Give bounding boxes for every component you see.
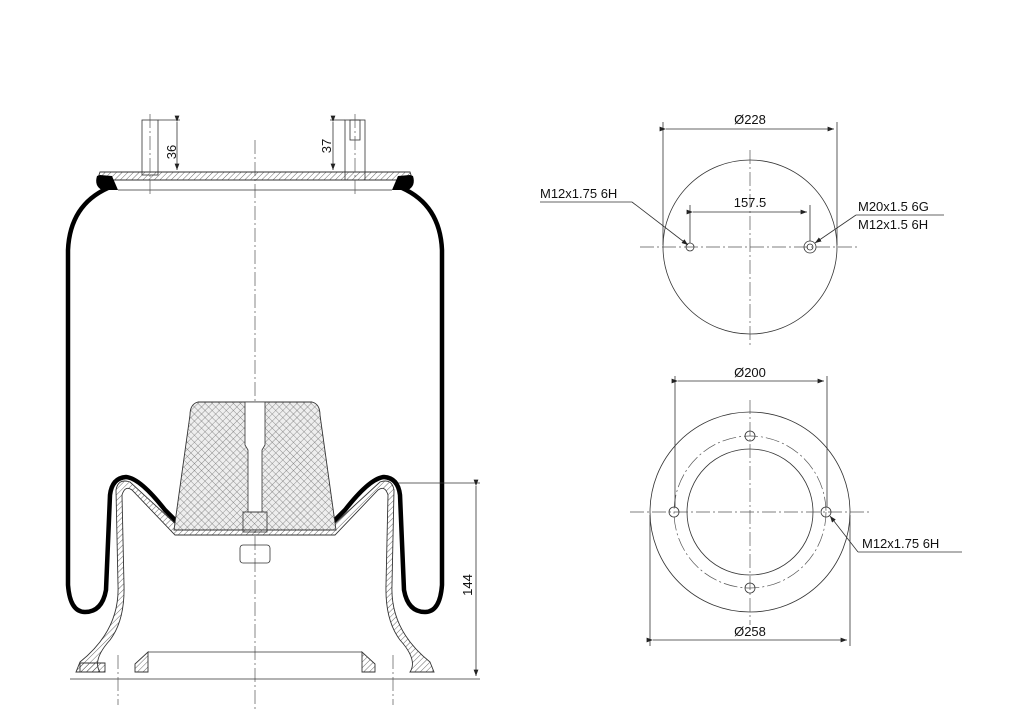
bolt-hole <box>820 506 832 518</box>
dim-outer-diameter: Ø258 <box>734 624 766 639</box>
dim-hole-spacing: 157.5 <box>734 195 767 210</box>
bolt-hole <box>744 430 756 442</box>
dim-top-diameter: Ø228 <box>734 112 766 127</box>
nut <box>239 544 271 564</box>
bolt-hole <box>744 582 756 594</box>
bolt-hole <box>668 506 680 518</box>
dim-stud-left: 36 <box>164 145 179 159</box>
side-view: 36 37 144 <box>65 114 480 710</box>
stud-right <box>344 114 366 195</box>
label-right-thread-2: M12x1.5 6H <box>858 217 928 232</box>
dim-piston-height: 144 <box>460 574 475 596</box>
bead-left <box>96 175 118 190</box>
dim-bolt-circle: Ø200 <box>734 365 766 380</box>
bead-right <box>392 175 414 190</box>
top-view: Ø228 157.5 M12x1.75 6H M20x1.5 6G M12x1.… <box>540 112 944 345</box>
bottom-view: Ø200 Ø258 M12x1.75 6H <box>630 365 962 646</box>
piston <box>75 480 435 673</box>
stud-left <box>141 114 159 195</box>
bellows-left <box>65 185 183 615</box>
label-right-thread-1: M20x1.5 6G <box>858 199 929 214</box>
dim-stud-right: 37 <box>319 139 334 153</box>
bellows-right <box>327 185 445 615</box>
label-left-thread: M12x1.75 6H <box>540 186 617 201</box>
label-hole-thread: M12x1.75 6H <box>862 536 939 551</box>
